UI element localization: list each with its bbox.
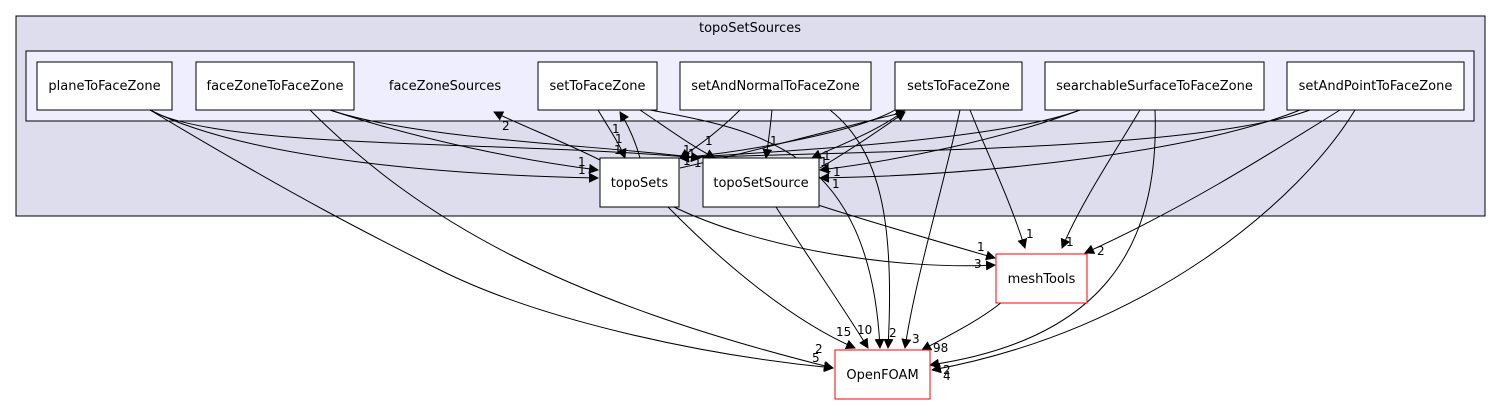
edge-label: 1: [578, 163, 586, 177]
node-label: topoSetSource: [713, 176, 808, 191]
node-label: topoSets: [611, 176, 669, 191]
edge-planeToFaceZone-topoSetSource: [149, 109, 701, 163]
edge-setsToFaceZone-OpenFOAM: [901, 109, 961, 349]
node-label: setAndPointToFaceZone: [1299, 79, 1453, 94]
edge-label: 1: [694, 156, 702, 170]
node-setAndNormalToFaceZone[interactable]: setAndNormalToFaceZone: [679, 61, 872, 111]
edge-label: 10: [857, 323, 872, 337]
edge-label: 2: [1097, 244, 1105, 258]
edge-label: 1: [578, 155, 586, 169]
edge-faceZoneToFaceZone-OpenFOAM: [309, 109, 834, 371]
node-label: searchableSurfaceToFaceZone: [1056, 79, 1253, 94]
edge-label: 1: [683, 154, 691, 168]
edge-topoSets-setToFaceZone: [619, 111, 641, 159]
edge-label: 1: [683, 143, 691, 157]
edge-label: 15: [836, 325, 851, 339]
node-label: OpenFOAM: [846, 368, 918, 383]
node-topoSetSource[interactable]: topoSetSource: [702, 157, 820, 208]
edge-label: 1: [823, 149, 831, 163]
node-label: setAndNormalToFaceZone: [691, 79, 859, 94]
edge-setAndPointToFaceZone-topoSets: [679, 109, 1311, 163]
edge-label: 1: [977, 240, 985, 254]
node-label: faceZoneToFaceZone: [207, 79, 344, 94]
edge-setAndPointToFaceZone-OpenFOAM: [931, 109, 1356, 374]
edge-topoSets-OpenFOAM: [667, 206, 856, 350]
node-setAndPointToFaceZone[interactable]: setAndPointToFaceZone: [1286, 61, 1465, 111]
edge-topoSetSource-setsToFaceZone: [819, 111, 906, 169]
edge-label: 2: [889, 326, 897, 340]
edge-searchableSurfaceToFaceZone-topoSetSource: [819, 109, 1081, 174]
edge-planeToFaceZone-topoSets: [149, 109, 599, 183]
node-faceZoneToFaceZone[interactable]: faceZoneToFaceZone: [195, 61, 355, 111]
node-OpenFOAM[interactable]: OpenFOAM: [834, 349, 931, 400]
node-label: meshTools: [1008, 272, 1076, 287]
edge-searchableSurfaceToFaceZone-topoSets: [679, 109, 1081, 163]
node-searchableSurfaceToFaceZone[interactable]: searchableSurfaceToFaceZone: [1044, 61, 1265, 111]
node-planeToFaceZone[interactable]: planeToFaceZone: [36, 61, 173, 111]
edge-topoSetSource-meshTools: [817, 204, 996, 261]
cluster-title-topoSetSources: topoSetSources: [699, 21, 801, 36]
edge-label: 2: [502, 119, 510, 133]
edge-label: 1: [1026, 227, 1034, 241]
edge-setToFaceZone-topoSetSource: [639, 109, 716, 159]
edge-label: 1: [705, 134, 713, 148]
edge-label: 1: [1066, 235, 1074, 249]
node-label: setToFaceZone: [549, 79, 645, 94]
edge-topoSetSource-OpenFOAM: [775, 206, 869, 349]
node-setToFaceZone[interactable]: setToFaceZone: [537, 61, 658, 111]
node-label: setsToFaceZone: [907, 79, 1010, 94]
edge-label: 4: [943, 369, 951, 383]
edge-faceZoneToFaceZone-topoSetSource: [329, 109, 701, 162]
cluster-title-faceZoneSources: faceZoneSources: [389, 79, 501, 94]
edge-label: 5: [812, 351, 820, 365]
edge-label: 98: [933, 341, 948, 355]
edge-label: 1: [612, 122, 620, 136]
edge-setAndNormalToFaceZone-topoSetSource: [762, 109, 773, 159]
edge-label: 1: [688, 147, 696, 161]
edge-labels: 2 1 1 1 1 1 1 1 1 1 1 1 1 1 1 1 1 1 1 1 …: [502, 103, 1105, 383]
edge-label: 3: [974, 257, 982, 271]
edge-label: 1: [820, 155, 828, 169]
edge-setAndPointToFaceZone-topoSetSource: [819, 109, 1301, 183]
edge-label: 2: [943, 363, 951, 377]
edge-meshTools-OpenFOAM: [921, 301, 1003, 351]
nodes: planeToFaceZone faceZoneToFaceZone setTo…: [36, 61, 1465, 400]
edge-label: 1: [770, 134, 778, 148]
edge-searchableSurfaceToFaceZone-OpenFOAM: [929, 109, 1156, 369]
edge-topoSets-faceZoneSources: [493, 111, 601, 161]
edge-setToFaceZone-topoSets: [597, 109, 627, 159]
edge-label: 1: [833, 165, 841, 179]
edge-planeToFaceZone-OpenFOAM: [149, 109, 834, 373]
edge-label: 1: [615, 132, 623, 146]
edge-setsToFaceZone-topoSets: [679, 109, 896, 163]
edge-searchableSurfaceToFaceZone-meshTools: [1060, 109, 1141, 249]
edge-faceZoneToFaceZone-topoSets: [329, 109, 599, 174]
node-topoSets[interactable]: topoSets: [599, 157, 680, 208]
node-label: planeToFaceZone: [48, 79, 160, 94]
edge-label: 3: [912, 332, 920, 346]
edge-label: 1: [824, 161, 832, 175]
edge-topoSets-meshTools: [669, 204, 996, 271]
edge-setsToFaceZone-meshTools: [969, 109, 1028, 249]
edge-label: 2: [815, 342, 823, 356]
edge-label: 1: [614, 143, 622, 157]
edge-setAndPointToFaceZone-meshTools: [1084, 109, 1341, 254]
node-meshTools[interactable]: meshTools: [995, 253, 1088, 304]
edges: [149, 109, 1356, 374]
node-setsToFaceZone[interactable]: setsToFaceZone: [894, 61, 1023, 111]
edge-label: 1: [832, 177, 840, 191]
